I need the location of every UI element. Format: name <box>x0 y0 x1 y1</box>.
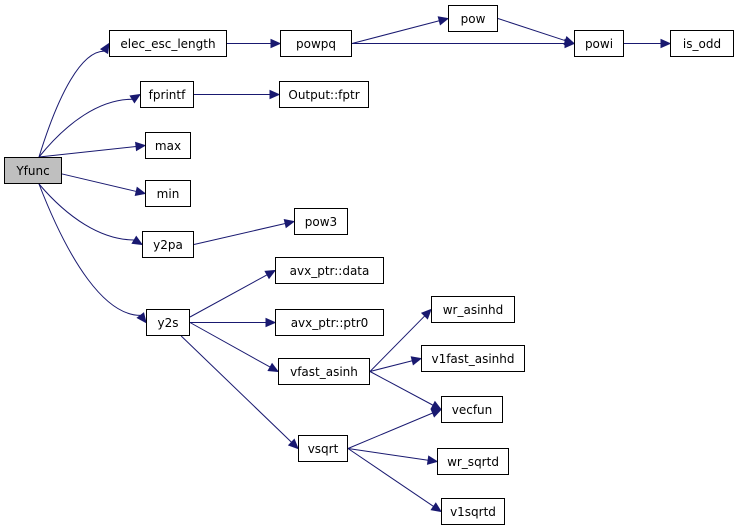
arrowhead-powpq-to-pow <box>437 16 450 26</box>
edge-vfast_asinh-to-vecfun <box>369 371 434 406</box>
arrowhead-yfunc-to-fprintf <box>129 93 142 104</box>
arrowhead-vsqrt-to-wr_sqrtd <box>426 455 439 465</box>
arrowhead-elec_esc_length-to-powpq <box>270 38 282 49</box>
arrowhead-vfast_asinh-to-vecfun <box>430 400 443 411</box>
node-is-odd[interactable]: is_odd <box>670 30 734 57</box>
edge-yfunc-to-y2pa <box>38 183 135 241</box>
node-vfast-asinh[interactable]: vfast_asinh <box>278 358 370 385</box>
edge-y2s-to-avx_ptr_data <box>189 274 268 318</box>
edge-vsqrt-to-v1sqrtd <box>347 448 434 507</box>
node-output-fptr[interactable]: Output::fptr <box>279 81 369 108</box>
arrowhead-vfast_asinh-to-v1fast_asinhd <box>410 356 423 366</box>
node-wr-asinhd[interactable]: wr_asinhd <box>431 296 515 323</box>
arrowhead-y2s-to-vsqrt <box>287 438 299 450</box>
edge-vfast_asinh-to-wr_asinhd <box>369 315 426 372</box>
node-avx-ptr-ptr0[interactable]: avx_ptr::ptr0 <box>275 309 384 336</box>
edge-yfunc-to-max <box>38 145 137 158</box>
edge-y2s-to-vsqrt <box>180 335 292 443</box>
arrowhead-yfunc-to-elec_esc_length <box>99 42 110 55</box>
node-pow[interactable]: pow <box>448 5 498 32</box>
node-max[interactable]: max <box>145 132 191 159</box>
node-wr-sqrtd[interactable]: wr_sqrtd <box>437 448 509 475</box>
arrowhead-y2s-to-vfast_asinh <box>267 362 280 373</box>
edge-yfunc-to-min <box>61 173 137 192</box>
edge-yfunc-to-y2s <box>38 183 141 316</box>
edge-vsqrt-to-vecfun <box>347 412 433 449</box>
node-elec-esc-length[interactable]: elec_esc_length <box>109 30 227 57</box>
arrowhead-y2pa-to-pow3 <box>283 218 296 229</box>
node-vsqrt[interactable]: vsqrt <box>298 435 348 462</box>
arrowhead-pow-to-powi <box>563 36 576 46</box>
node-pow3[interactable]: pow3 <box>294 208 348 235</box>
node-y2s[interactable]: y2s <box>146 309 190 336</box>
node-v1sqrtd[interactable]: v1sqrtd <box>441 498 505 525</box>
arrowhead-y2s-to-avx_ptr_data <box>264 269 277 280</box>
node-powi[interactable]: powi <box>574 30 624 57</box>
node-v1fast-asinhd[interactable]: v1fast_asinhd <box>421 345 525 372</box>
arrowhead-vsqrt-to-v1sqrtd <box>430 502 443 513</box>
node-yfunc[interactable]: Yfunc <box>4 157 62 184</box>
edge-y2pa-to-pow3 <box>193 223 286 245</box>
arrowhead-vsqrt-to-vecfun <box>430 408 443 418</box>
edge-vsqrt-to-wr_sqrtd <box>347 448 429 461</box>
node-fprintf[interactable]: fprintf <box>140 81 194 108</box>
node-powpq[interactable]: powpq <box>280 30 352 57</box>
node-y2pa[interactable]: y2pa <box>142 231 194 258</box>
arrowhead-yfunc-to-y2pa <box>131 235 144 246</box>
arrowhead-fprintf-to-output_fptr <box>269 89 281 100</box>
edge-pow-to-powi <box>497 18 566 42</box>
edge-y2s-to-vfast_asinh <box>189 322 271 368</box>
edge-yfunc-to-fprintf <box>38 98 133 158</box>
arrowhead-yfunc-to-y2s <box>136 312 147 324</box>
arrowhead-y2s-to-avx_ptr_ptr0 <box>265 317 277 328</box>
arrowhead-vfast_asinh-to-wr_asinhd <box>420 308 432 320</box>
edge-powpq-to-pow <box>351 20 440 44</box>
node-min[interactable]: min <box>145 180 191 207</box>
arrowhead-yfunc-to-max <box>135 141 147 152</box>
node-avx-ptr-data[interactable]: avx_ptr::data <box>275 257 384 284</box>
node-vecfun[interactable]: vecfun <box>441 396 503 423</box>
arrowhead-powi-to-is_odd <box>660 38 672 49</box>
edge-vfast_asinh-to-v1fast_asinhd <box>369 360 413 372</box>
edge-yfunc-to-elec_esc_length <box>38 50 105 158</box>
arrowhead-yfunc-to-min <box>134 186 147 196</box>
